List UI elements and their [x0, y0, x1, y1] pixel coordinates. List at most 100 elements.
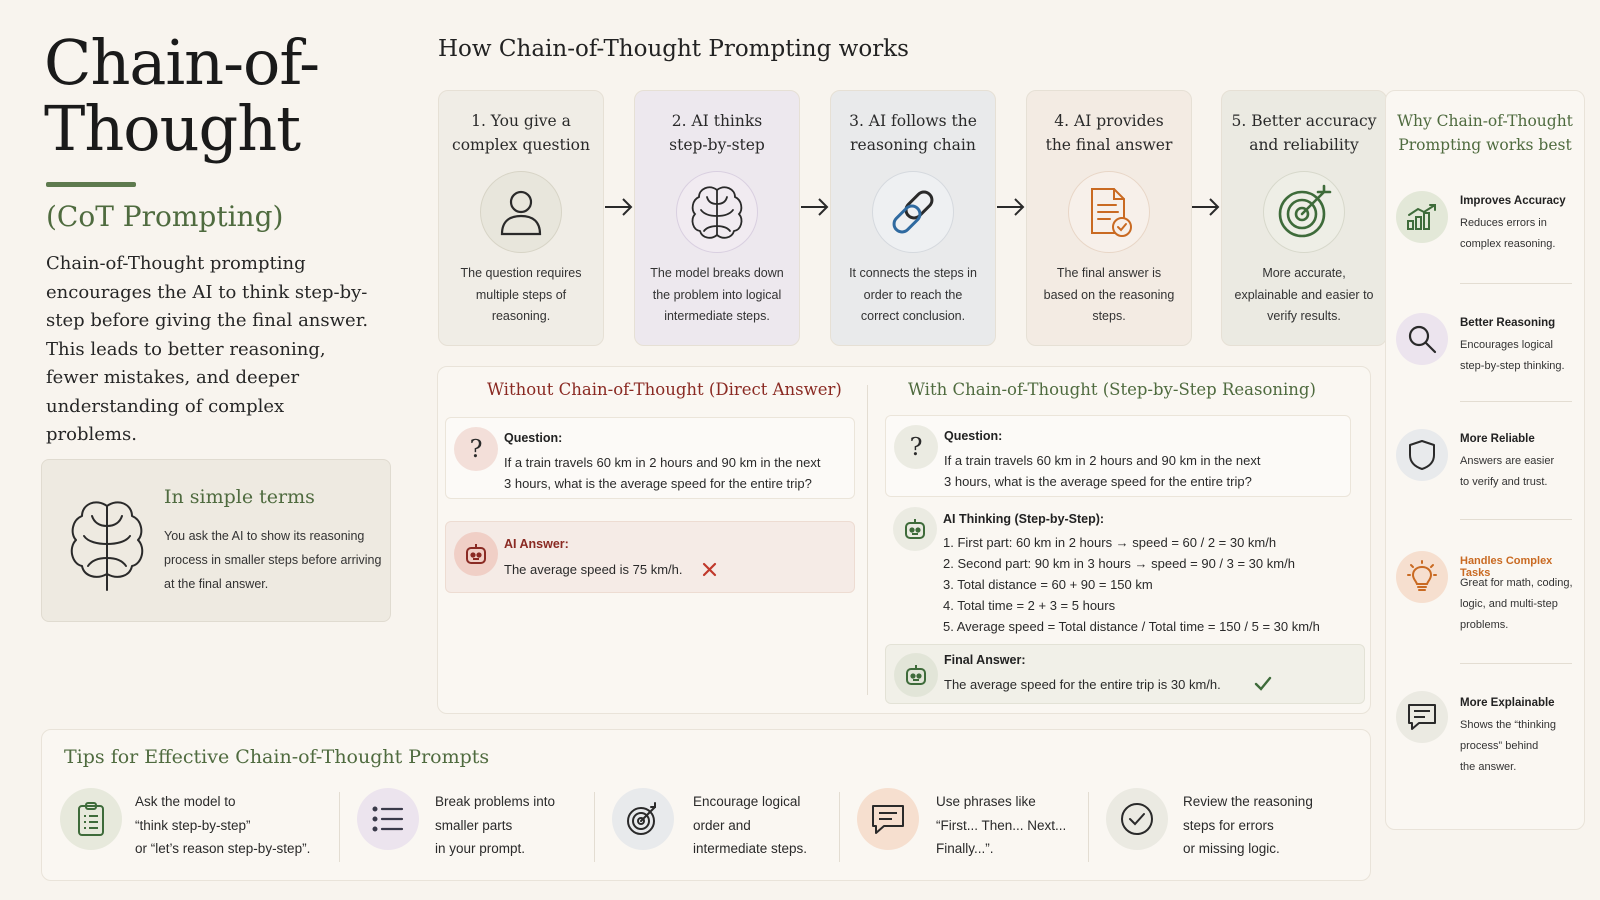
- question-mark-icon: ?: [894, 425, 938, 469]
- page-title: Chain-of-Thought: [44, 26, 320, 165]
- why-item-heading: More Explainable: [1460, 697, 1555, 709]
- question-mark-icon: ?: [454, 427, 498, 471]
- arrow-right-icon: [997, 198, 1025, 216]
- arrow-right-icon: [1192, 198, 1220, 216]
- thinking-step: 3. Total distance = 60 + 90 = 150 km: [943, 577, 1153, 592]
- simple-terms-text: You ask the AI to show its reasoning pro…: [164, 529, 382, 591]
- step-description: It connects the steps in order to reach …: [849, 266, 977, 323]
- comparison-panel: Without Chain-of-Thought (Direct Answer)…: [437, 366, 1371, 714]
- thinking-step: 1. First part: 60 km in 2 hours → speed …: [943, 535, 1277, 550]
- how-it-works-title: How Chain-of-Thought Prompting works: [438, 36, 909, 62]
- user-icon: [480, 171, 562, 253]
- shield-icon: [1396, 429, 1448, 481]
- ai-answer-label: AI Answer:: [504, 537, 569, 551]
- step-description: The question requires multiple steps of …: [460, 266, 582, 323]
- target-icon: [1263, 171, 1345, 253]
- why-item-heading: Handles Complex Tasks: [1460, 555, 1553, 579]
- without-answer-box: AI Answer: The average speed is 75 km/h.: [445, 521, 855, 593]
- arrow-right-icon: [801, 198, 829, 216]
- cross-icon: [702, 562, 717, 577]
- simple-terms-card: In simple terms You ask the AI to show i…: [41, 459, 391, 622]
- robot-icon: [454, 532, 498, 576]
- separator: [1088, 792, 1089, 862]
- chat-icon: [857, 788, 919, 850]
- link-icon: [872, 171, 954, 253]
- thinking-step: 5. Average speed = Total distance / Tota…: [943, 619, 1320, 634]
- ai-thinking-label: AI Thinking (Step-by-Step):: [943, 512, 1105, 526]
- magnifier-icon: [1396, 313, 1448, 365]
- robot-icon: [894, 653, 938, 697]
- clipboard-icon: [60, 788, 122, 850]
- without-cot-title: Without Chain-of-Thought (Direct Answer): [487, 380, 842, 399]
- question-text: If a train travels 60 km in 2 hours and …: [944, 453, 1261, 489]
- final-answer-text: The average speed for the entire trip is…: [944, 677, 1221, 692]
- brain-icon: [70, 501, 144, 591]
- question-label: Question:: [944, 429, 1003, 443]
- title-underline: [46, 182, 136, 187]
- thinking-step: 2. Second part: 90 km in 3 hours → speed…: [943, 556, 1295, 571]
- with-question-box: ? Question: If a train travels 60 km in …: [885, 415, 1351, 497]
- intro-text: Chain-of-Thought prompting encourages th…: [46, 253, 369, 445]
- list-icon: [357, 788, 419, 850]
- thinking-step: 4. Total time = 2 + 3 = 5 hours: [943, 598, 1116, 613]
- document-check-icon: [1068, 171, 1150, 253]
- chart-up-icon: [1396, 191, 1448, 243]
- tip-text: Ask the model to“think step-by-step”or “…: [135, 794, 311, 856]
- separator: [1460, 283, 1572, 284]
- separator: [339, 792, 340, 862]
- ai-answer-text: The average speed is 75 km/h.: [504, 562, 683, 577]
- final-answer-label: Final Answer:: [944, 653, 1026, 667]
- tips-title: Tips for Effective Chain-of-Thought Prom…: [64, 746, 490, 768]
- separator: [1460, 401, 1572, 402]
- separator: [594, 792, 595, 862]
- separator: [1460, 663, 1572, 664]
- tips-panel: Tips for Effective Chain-of-Thought Prom…: [41, 729, 1371, 881]
- question-text: If a train travels 60 km in 2 hours and …: [504, 455, 821, 491]
- without-question-box: ? Question: If a train travels 60 km in …: [445, 417, 855, 499]
- step-description: The model breaks down the problem into l…: [650, 266, 784, 323]
- tip-text: Use phrases like“First... Then... Next..…: [936, 794, 1067, 856]
- separator: [839, 792, 840, 862]
- message-icon: [1396, 691, 1448, 743]
- why-item-heading: Better Reasoning: [1460, 317, 1556, 329]
- target-icon: [612, 788, 674, 850]
- robot-icon: [893, 507, 937, 551]
- step-description: More accurate, explainable and easier to…: [1234, 266, 1374, 323]
- arrow-right-icon: [605, 198, 633, 216]
- brain-icon: [676, 171, 758, 253]
- checkmark-icon: [1254, 676, 1272, 691]
- why-item-heading: More Reliable: [1460, 433, 1535, 445]
- ai-thinking-steps: 1. First part: 60 km in 2 hours → speed …: [943, 532, 1320, 637]
- separator: [1460, 519, 1572, 520]
- why-item-heading: Improves Accuracy: [1460, 195, 1566, 207]
- lightbulb-icon: [1396, 551, 1448, 603]
- page-subtitle: (CoT Prompting): [46, 200, 284, 233]
- simple-terms-title: In simple terms: [164, 486, 315, 508]
- question-label: Question:: [504, 431, 563, 445]
- check-circle-icon: [1106, 788, 1168, 850]
- with-cot-title: With Chain-of-Thought (Step-by-Step Reas…: [908, 380, 1316, 399]
- why-item-text: Great for math, coding,logic, and multi-…: [1460, 577, 1573, 631]
- final-answer-box: Final Answer: The average speed for the …: [885, 644, 1365, 704]
- step-description: The final answer is based on the reasoni…: [1043, 266, 1175, 323]
- divider: [867, 385, 868, 695]
